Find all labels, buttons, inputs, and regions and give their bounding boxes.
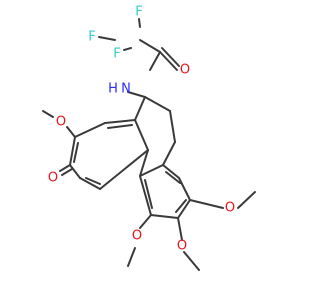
bond-carbonyl-n bbox=[149, 51, 161, 71]
bond-ringC-inner-1 bbox=[107, 124, 133, 129]
bond-c12-c12a bbox=[99, 149, 149, 190]
bond-c1-c12b bbox=[139, 175, 152, 216]
atom-f2: F bbox=[135, 5, 142, 20]
atom-o-amide: O bbox=[180, 63, 190, 78]
bond-c3-methoxy-ch3 bbox=[237, 191, 256, 209]
molecule-structure: F F F O N H O O O O O bbox=[42, 5, 256, 271]
bond-ringA-inner-2 bbox=[165, 171, 181, 184]
bond-c10-o-keto-double bbox=[61, 168, 73, 176]
bond-methoxy-ch3-top bbox=[42, 110, 54, 118]
bond-c4a-c4 bbox=[162, 164, 180, 179]
bond-c3-c2 bbox=[177, 199, 191, 219]
atom-o-methoxy-c10: O bbox=[56, 115, 66, 130]
bond-c7-c7a bbox=[134, 96, 146, 121]
bond-f3-cf3 bbox=[123, 47, 132, 51]
bond-c12a-c12b bbox=[139, 149, 149, 177]
bond-c2-methoxy-ch3 bbox=[183, 251, 200, 271]
bonds bbox=[42, 18, 256, 271]
atom-f3: F bbox=[113, 47, 120, 62]
bond-ringA-inner-3 bbox=[175, 199, 187, 213]
bond-carbonyl-o-double bbox=[161, 47, 180, 67]
bond-c10-o-keto bbox=[59, 164, 71, 172]
bond-c5-c4a bbox=[162, 141, 176, 166]
atom-f1: F bbox=[88, 30, 95, 45]
bond-c7-c6 bbox=[144, 96, 171, 112]
bond-c3-o-methoxy bbox=[189, 199, 224, 209]
atom-o-methoxy-c1: O bbox=[132, 229, 142, 244]
bond-cf3-carbonyl bbox=[139, 39, 161, 53]
bond-c4-c3 bbox=[178, 177, 191, 201]
bond-n-c7 bbox=[127, 91, 146, 98]
bond-f1-cf3 bbox=[98, 36, 116, 41]
bond-ringA-inner-1 bbox=[144, 179, 153, 209]
atom-o-keto: O bbox=[48, 171, 58, 186]
bond-c8-c9 bbox=[74, 122, 106, 138]
bond-carbonyl-o bbox=[159, 51, 178, 71]
atom-o-methoxy-c3: O bbox=[225, 201, 235, 216]
bond-ringC-inner-3 bbox=[85, 177, 101, 185]
bond-c6-c5 bbox=[169, 110, 176, 143]
atom-n-amide: N bbox=[121, 82, 131, 97]
bond-c9-c10 bbox=[69, 136, 76, 166]
bond-c7a-c8 bbox=[104, 119, 136, 124]
bond-c10-c11 bbox=[69, 164, 81, 179]
bond-c1-methoxy-ch3 bbox=[127, 247, 136, 267]
bond-c1-o-methoxy bbox=[139, 214, 152, 229]
atom-labels: F F F O N H O O O O O bbox=[48, 5, 235, 254]
bond-c2-c1 bbox=[150, 214, 179, 219]
bond-ringC-inner-2 bbox=[73, 142, 79, 163]
bond-c2-o-methoxy bbox=[177, 217, 183, 241]
bond-f2-cf3 bbox=[138, 18, 141, 28]
bond-c9-o-methoxy bbox=[66, 126, 76, 138]
bond-c12b-c4a bbox=[139, 164, 164, 177]
bond-c7a-c12a bbox=[134, 119, 149, 151]
bond-c11-c12 bbox=[79, 177, 101, 190]
atom-h-amide: H bbox=[108, 82, 118, 97]
atom-o-methoxy-c2: O bbox=[177, 239, 187, 254]
